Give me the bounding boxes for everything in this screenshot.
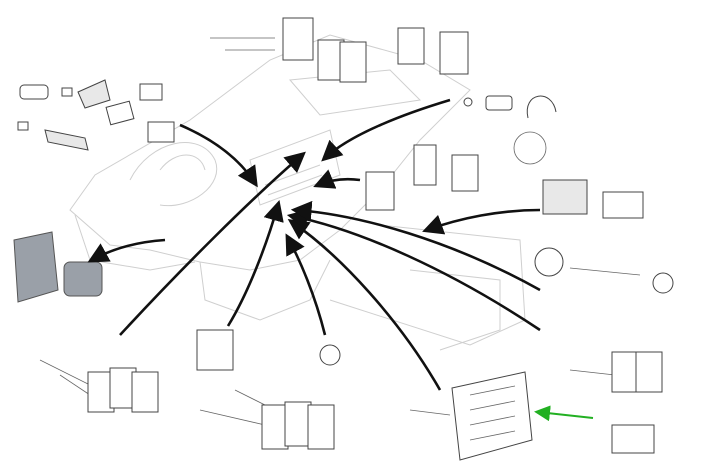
bottom-left-switches (39, 329, 341, 450)
highlight-arrow (534, 405, 594, 422)
rocker-switch-part (439, 31, 469, 75)
arrow (87, 238, 166, 263)
rocker-switch-part (339, 41, 367, 83)
arrow (422, 208, 541, 235)
top-switches-group (210, 17, 469, 83)
rocker-switch-part (196, 329, 234, 371)
headphones-icon (526, 95, 557, 119)
washer-part (463, 97, 473, 107)
rocker-switch-part (635, 351, 663, 393)
rocker-switch-part (131, 371, 159, 413)
switch-frame-part (397, 27, 425, 65)
arrow (290, 200, 541, 292)
rocker-switch-part (611, 351, 639, 393)
hazard-symbol-icon (139, 83, 163, 101)
rocker-switch-part (602, 191, 644, 219)
control-panel-part (409, 371, 533, 461)
arrow (313, 169, 361, 189)
joystick-switch-part (542, 179, 588, 215)
switch-frame-part (282, 17, 314, 61)
cover-part (63, 261, 103, 297)
switch-cover-part (147, 121, 175, 143)
rotary-knob-part (534, 247, 564, 277)
arrow (321, 98, 451, 162)
lamp-holder-part (44, 129, 89, 151)
arrow (286, 208, 541, 332)
bulb-part (61, 87, 73, 97)
bulb-holders-group (17, 79, 175, 151)
mounting-plate-part (13, 231, 59, 303)
arrow (287, 219, 442, 391)
rocker-switch-part (284, 401, 312, 447)
rocker-switch-part (261, 404, 289, 450)
audio-jack-group (463, 95, 557, 165)
knob-part (652, 272, 674, 294)
rocker-switch-part (307, 404, 335, 450)
arrow (179, 123, 258, 188)
bulb-part (17, 121, 29, 131)
arrow (119, 151, 306, 336)
switch-frame-part (413, 144, 437, 186)
rocker-switch-part (365, 171, 395, 211)
push-button-part (319, 344, 341, 366)
vehicle-dashboard-outline (69, 34, 526, 351)
audio-jack-part (485, 95, 513, 111)
socket-part (77, 79, 111, 109)
switch-cover-part (105, 100, 135, 126)
rocker-switch-part (451, 154, 479, 192)
rocker-switch-part (611, 424, 655, 454)
arrows (87, 98, 594, 422)
arrow (285, 233, 327, 336)
bulb-holder-part (19, 84, 49, 100)
arrow (226, 200, 284, 327)
